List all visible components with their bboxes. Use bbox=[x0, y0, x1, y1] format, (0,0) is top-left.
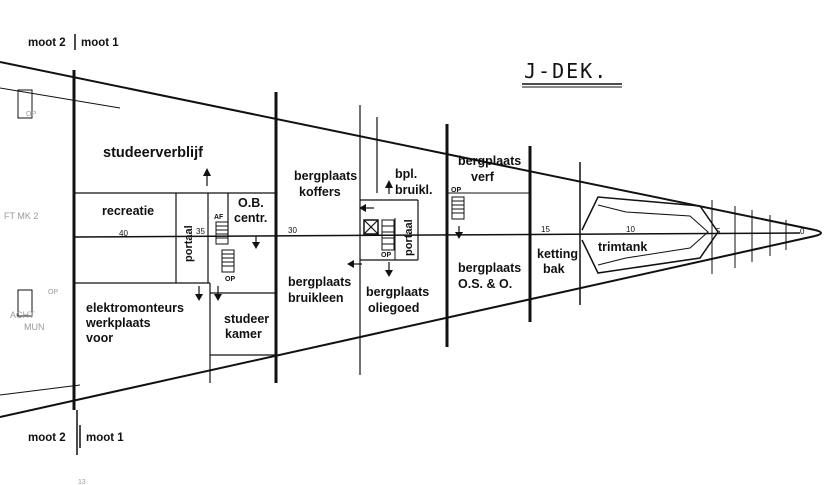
bottom-mark: 13 bbox=[78, 479, 86, 485]
room-recreatie: recreatie bbox=[102, 204, 154, 218]
room-verf-1: bergplaats bbox=[458, 154, 521, 168]
left-edge-text: FT MK 2 bbox=[4, 211, 38, 221]
room-os-2: O.S. & O. bbox=[458, 277, 512, 291]
arrow-icons bbox=[195, 168, 463, 301]
room-bruikleen-2: bruikleen bbox=[288, 291, 344, 305]
room-koffers-2: koffers bbox=[299, 185, 341, 199]
frame-number: 30 bbox=[288, 226, 297, 235]
room-koffers-1: bergplaats bbox=[294, 169, 357, 183]
room-elektro-3: voor bbox=[86, 331, 113, 345]
frame-number: 35 bbox=[196, 227, 205, 236]
frame-number: 15 bbox=[541, 225, 550, 234]
room-verf-2: verf bbox=[471, 170, 495, 184]
af-marker: AF bbox=[214, 214, 224, 221]
moot-bottom-left: moot 2 bbox=[28, 432, 66, 444]
room-elektro-1: elektromonteurs bbox=[86, 301, 184, 315]
room-ketting-2: bak bbox=[543, 262, 565, 276]
room-trimtank: trimtank bbox=[598, 240, 647, 254]
room-elektro-2: werkplaats bbox=[85, 316, 151, 330]
op-marker: OP bbox=[26, 111, 36, 118]
frame-number: 10 bbox=[626, 225, 635, 234]
room-ob-centr-2: centr. bbox=[234, 211, 267, 225]
moot-top-left: moot 2 bbox=[28, 37, 66, 49]
hull-outline bbox=[0, 61, 822, 418]
room-os-1: bergplaats bbox=[458, 261, 521, 275]
room-studeerverblijf: studeerverblijf bbox=[103, 145, 203, 161]
op-marker: OP bbox=[381, 252, 391, 259]
moot-top-right: moot 1 bbox=[81, 37, 119, 49]
op-marker: OP bbox=[48, 289, 58, 296]
room-bpl-2: bruikl. bbox=[395, 183, 433, 197]
frame-number: 40 bbox=[119, 229, 128, 238]
room-bruikleen-1: bergplaats bbox=[288, 275, 351, 289]
stair-icon bbox=[17, 89, 465, 317]
frame-number: 0 bbox=[800, 227, 805, 236]
room-portaal-left: portaal bbox=[183, 225, 195, 262]
op-marker: OP bbox=[451, 187, 461, 194]
trimtank-outline bbox=[581, 196, 719, 274]
left-edge-text: MUN bbox=[24, 322, 45, 332]
room-studeer-2: kamer bbox=[225, 327, 262, 341]
bulkheads bbox=[72, 70, 581, 455]
room-bpl-1: bpl. bbox=[395, 167, 417, 181]
bow-frame-lines bbox=[711, 200, 787, 274]
room-oliegoed-2: oliegoed bbox=[368, 301, 419, 315]
room-studeer-1: studeer bbox=[224, 312, 269, 326]
op-marker: OP bbox=[225, 276, 235, 283]
frame-number: 5 bbox=[716, 227, 721, 236]
deck-title: J-DEK. bbox=[524, 59, 608, 83]
left-edge-text: ACHT bbox=[10, 310, 35, 320]
room-ketting-1: ketting bbox=[537, 247, 578, 261]
moot-bottom-right: moot 1 bbox=[86, 432, 124, 444]
room-portaal-right: portaal bbox=[403, 219, 415, 256]
room-oliegoed-1: bergplaats bbox=[366, 285, 429, 299]
room-ob-centr-1: O.B. bbox=[238, 196, 264, 210]
